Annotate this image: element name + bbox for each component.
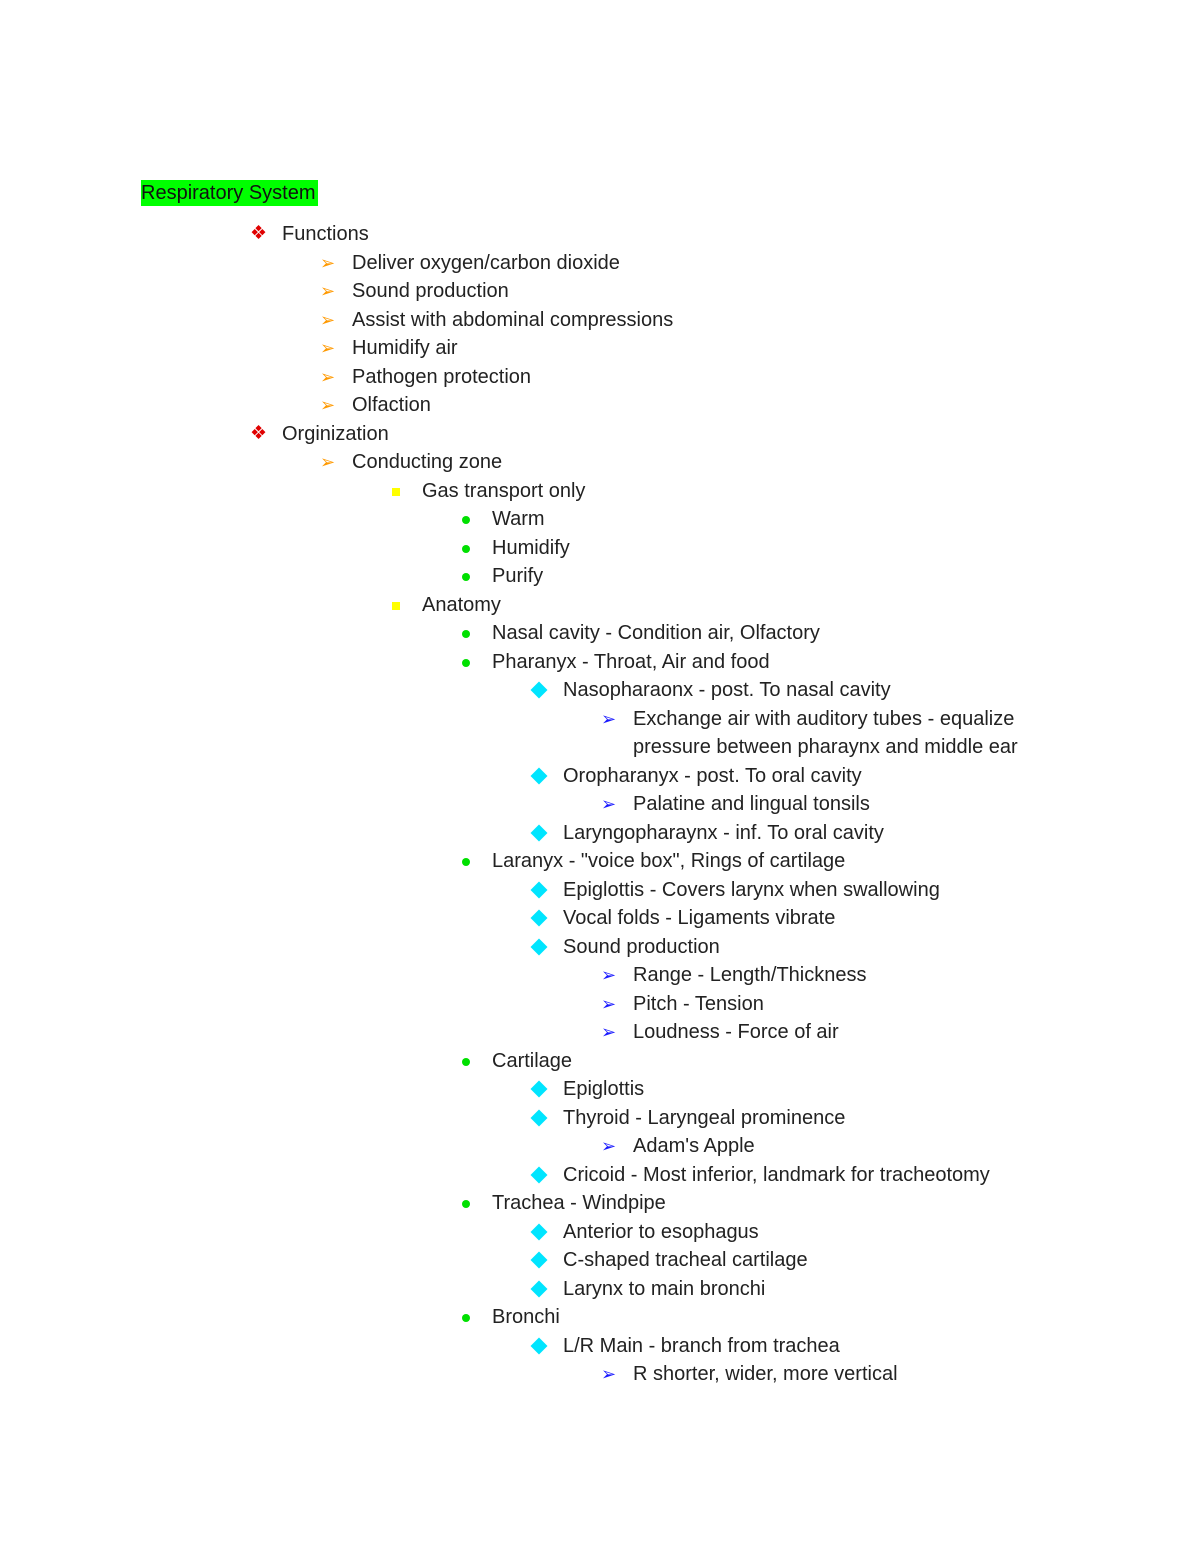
outline-item-text: Vocal folds - Ligaments vibrate <box>563 907 836 929</box>
blue-arrow-bullet-icon: ➢ <box>601 708 617 729</box>
outline-item-text: Laryngopharaynx - inf. To oral cavity <box>563 821 884 844</box>
orange-arrow-bullet-icon: ➢ <box>320 452 336 472</box>
outline-item-text: Gas transport only <box>422 479 586 502</box>
outline-item-text: Pathogen protection <box>352 365 532 388</box>
outline-item-text: Range - Length/Thickness <box>633 964 867 986</box>
outline-item-text: Epiglottis - Covers larynx when swallowi… <box>563 878 940 901</box>
outline-item-text: pressure between pharaynx and middle ear <box>633 736 1018 758</box>
green-dot-bullet-icon <box>462 1200 470 1208</box>
orange-arrow-bullet-icon: ➢ <box>320 338 336 358</box>
cyan-diamond-bullet-icon <box>530 1080 548 1098</box>
cyan-diamond-bullet-icon <box>530 1337 548 1354</box>
outline-item-text: L/R Main - branch from trachea <box>563 1334 840 1357</box>
outline-item-text: Humidify air <box>352 337 458 359</box>
cyan-diamond-bullet-icon <box>530 938 548 955</box>
outline-item-text: Sound production <box>563 935 720 958</box>
outline-item-text: Epiglottis <box>563 1078 645 1100</box>
outline-item-text: Adam's Apple <box>633 1135 755 1157</box>
blue-arrow-bullet-icon: ➢ <box>601 1136 617 1156</box>
orange-arrow-bullet-icon: ➢ <box>320 252 336 273</box>
yellow-square-bullet-icon <box>392 487 400 496</box>
outline-item-text: Larynx to main bronchi <box>563 1277 766 1300</box>
outline-item-text: Functions <box>282 223 369 245</box>
orange-arrow-bullet-icon: ➢ <box>320 366 336 387</box>
cyan-diamond-bullet-icon <box>530 1223 548 1240</box>
green-dot-bullet-icon <box>462 630 470 638</box>
outline-item-text: Deliver oxygen/carbon dioxide <box>352 251 620 274</box>
outline-item-text: Loudness - Force of air <box>633 1021 839 1043</box>
orange-arrow-bullet-icon: ➢ <box>320 395 336 415</box>
outline-item-text: Orginization <box>282 422 389 445</box>
outline-item-text: Oropharanyx - post. To oral cavity <box>563 764 862 787</box>
outline-item-text: C-shaped tracheal cartilage <box>563 1249 808 1271</box>
blue-arrow-bullet-icon: ➢ <box>601 993 617 1014</box>
green-dot-bullet-icon <box>462 573 470 581</box>
outline-item-text: Laranyx - "voice box", Rings of cartilag… <box>492 850 846 872</box>
cyan-diamond-bullet-icon <box>530 1280 548 1297</box>
cyan-diamond-bullet-icon <box>530 881 548 898</box>
cyan-diamond-bullet-icon <box>530 1166 548 1183</box>
green-dot-bullet-icon <box>462 658 470 667</box>
outline-item-text: Nasopharaonx - post. To nasal cavity <box>563 679 891 701</box>
blue-arrow-bullet-icon: ➢ <box>601 1022 617 1042</box>
green-dot-bullet-icon <box>462 544 470 553</box>
yellow-square-bullet-icon <box>392 601 400 610</box>
cyan-diamond-bullet-icon <box>530 1251 548 1269</box>
outline-item-text: Pitch - Tension <box>633 992 764 1015</box>
outline-item-text: Sound production <box>352 280 509 302</box>
outline-item-text: R shorter, wider, more vertical <box>633 1363 898 1385</box>
outline-item-text: Anterior to esophagus <box>563 1220 759 1243</box>
blue-arrow-bullet-icon: ➢ <box>601 965 617 985</box>
outline-item-text: Anatomy <box>422 593 501 616</box>
outline-item-text: Exchange air with auditory tubes - equal… <box>633 707 1015 730</box>
outline-item-text: Pharanyx - Throat, Air and food <box>492 650 770 673</box>
outline-item-text: Bronchi <box>492 1306 560 1328</box>
orange-arrow-bullet-icon: ➢ <box>320 309 336 330</box>
outline-item-text: Palatine and lingual tonsils <box>633 793 870 815</box>
outline-item-text: Warm <box>492 508 545 530</box>
orange-arrow-bullet-icon: ➢ <box>320 281 336 301</box>
outline-item-text: Purify <box>492 565 544 587</box>
cyan-diamond-bullet-icon <box>530 824 548 841</box>
red-diamond-bullet-icon: ❖ <box>250 422 268 444</box>
blue-arrow-bullet-icon: ➢ <box>601 1364 617 1384</box>
cyan-diamond-bullet-icon <box>530 1109 548 1126</box>
green-dot-bullet-icon <box>462 858 470 866</box>
outline-item-text: Assist with abdominal compressions <box>352 308 674 331</box>
outline-item-text: Thyroid - Laryngeal prominence <box>563 1106 846 1129</box>
cyan-diamond-bullet-icon <box>530 681 548 699</box>
cyan-diamond-bullet-icon <box>530 909 548 927</box>
green-dot-bullet-icon <box>462 516 470 524</box>
cyan-diamond-bullet-icon <box>530 767 548 784</box>
outline-item-text: Nasal cavity - Condition air, Olfactory <box>492 622 820 644</box>
blue-arrow-bullet-icon: ➢ <box>601 794 617 814</box>
outline-item-text: Humidify <box>492 536 570 559</box>
outline-item-text: Cricoid - Most inferior, landmark for tr… <box>563 1163 990 1186</box>
outline-item-text: Cartilage <box>492 1049 573 1072</box>
outline-item-text: Olfaction <box>352 394 431 416</box>
outline-item-text: Conducting zone <box>352 451 503 473</box>
outline-item-text: Trachea - Windpipe <box>492 1192 666 1214</box>
green-dot-bullet-icon <box>462 1057 470 1066</box>
green-dot-bullet-icon <box>462 1314 470 1322</box>
red-diamond-bullet-icon: ❖ <box>250 223 268 244</box>
document-title: Respiratory System <box>141 180 318 206</box>
